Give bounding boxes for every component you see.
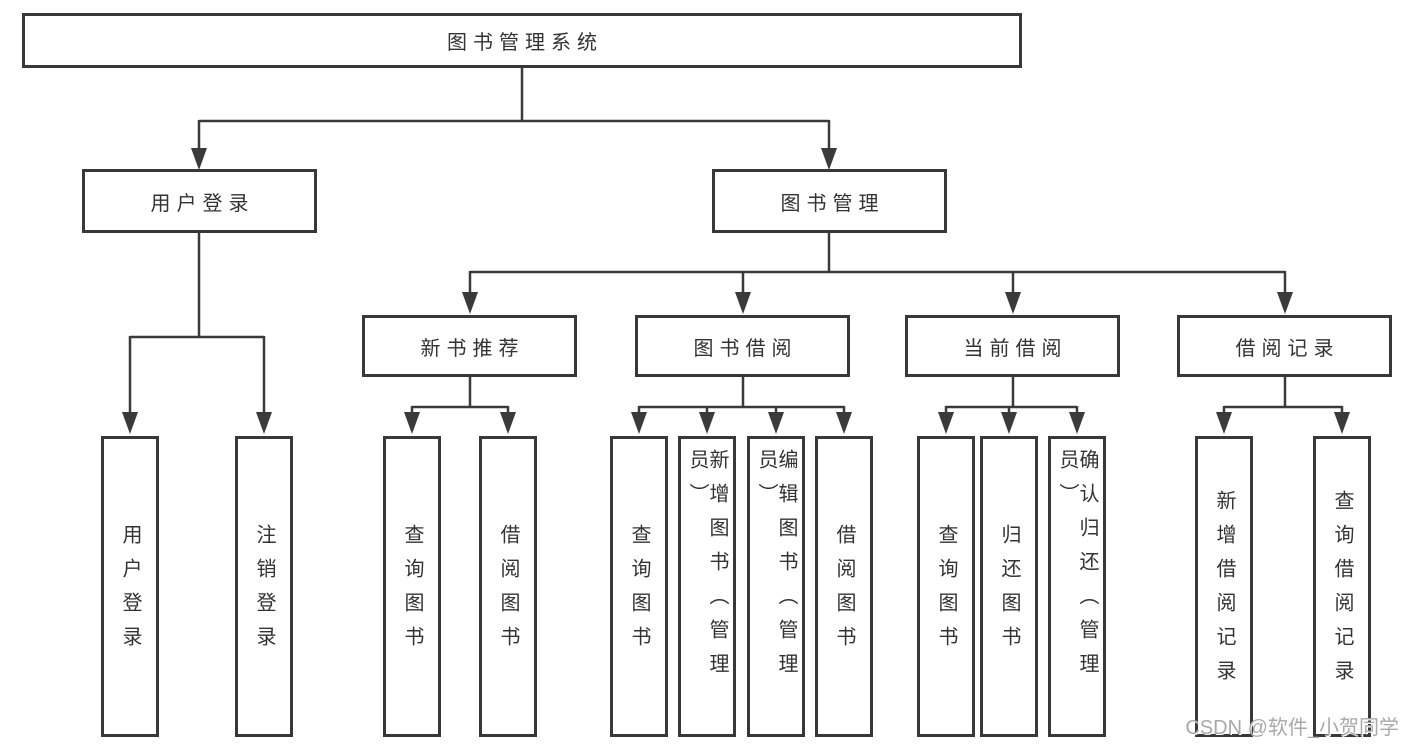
node-query-borrow-record: 查询借阅记录 [1313, 436, 1371, 737]
csdn-watermark: CSDN @软件_小贺同学 [1185, 717, 1399, 739]
node-current-borrowing-label: 当前借阅 [963, 337, 1068, 360]
node-query-books-2-label: 查询图书 [628, 523, 650, 660]
node-new-book-recommend: 新书推荐 [362, 315, 577, 377]
node-borrowing-records: 借阅记录 [1177, 315, 1392, 377]
node-logout-action: 注销登录 [235, 436, 293, 737]
node-confirm-return-admin: 确认归还（管理员） [1048, 436, 1106, 737]
node-borrow-books-2: 借阅图书 [815, 436, 873, 737]
node-user-login-label: 用户登录 [150, 192, 255, 215]
node-query-books-1-label: 查询图书 [401, 523, 423, 660]
node-confirm-return-admin-label: 确认归还（管理员） [1056, 449, 1098, 687]
node-edit-book-admin-label: 编辑图书（管理员） [755, 449, 797, 687]
wire-currentborrow-to-leaves [944, 375, 1079, 416]
wire-newbook-to-leaves [410, 375, 510, 416]
node-user-login: 用户登录 [82, 169, 317, 233]
wire-userlogin-to-leaves [128, 231, 266, 416]
node-borrowing-records-label: 借阅记录 [1235, 337, 1340, 360]
node-book-borrowing-label: 图书借阅 [693, 337, 798, 360]
node-return-book-label: 归还图书 [998, 523, 1020, 660]
node-query-books-3: 查询图书 [917, 436, 975, 737]
node-query-books-3-label: 查询图书 [935, 523, 957, 660]
node-return-book: 归还图书 [980, 436, 1038, 737]
node-logout-action-label: 注销登录 [253, 523, 275, 660]
node-library-system: 图书管理系统 [22, 13, 1022, 68]
wire-root-to-level2 [197, 66, 831, 152]
node-query-books-1: 查询图书 [383, 436, 441, 737]
node-book-management: 图书管理 [712, 169, 947, 233]
node-add-book-admin-label: 新增图书（管理员） [686, 449, 728, 687]
wire-borrowrecords-to-leaves [1222, 375, 1344, 416]
node-user-login-action: 用户登录 [101, 436, 159, 737]
node-query-borrow-record-label: 查询借阅记录 [1331, 489, 1353, 694]
wire-bookmgmt-to-level3 [468, 231, 1287, 296]
node-book-management-label: 图书管理 [780, 192, 885, 215]
node-current-borrowing: 当前借阅 [905, 315, 1120, 377]
node-new-book-recommend-label: 新书推荐 [420, 337, 525, 360]
node-book-borrowing: 图书借阅 [635, 315, 850, 377]
node-library-system-label: 图书管理系统 [447, 32, 603, 54]
node-edit-book-admin: 编辑图书（管理员） [747, 436, 805, 737]
wire-bookborrow-to-leaves [637, 375, 846, 416]
node-query-books-2: 查询图书 [610, 436, 668, 737]
node-add-book-admin: 新增图书（管理员） [678, 436, 736, 737]
node-user-login-action-label: 用户登录 [119, 523, 141, 660]
node-borrow-books-1-label: 借阅图书 [497, 523, 519, 660]
node-add-borrow-record: 新增借阅记录 [1195, 436, 1253, 737]
node-add-borrow-record-label: 新增借阅记录 [1213, 489, 1235, 694]
node-borrow-books-2-label: 借阅图书 [833, 523, 855, 660]
node-borrow-books-1: 借阅图书 [479, 436, 537, 737]
